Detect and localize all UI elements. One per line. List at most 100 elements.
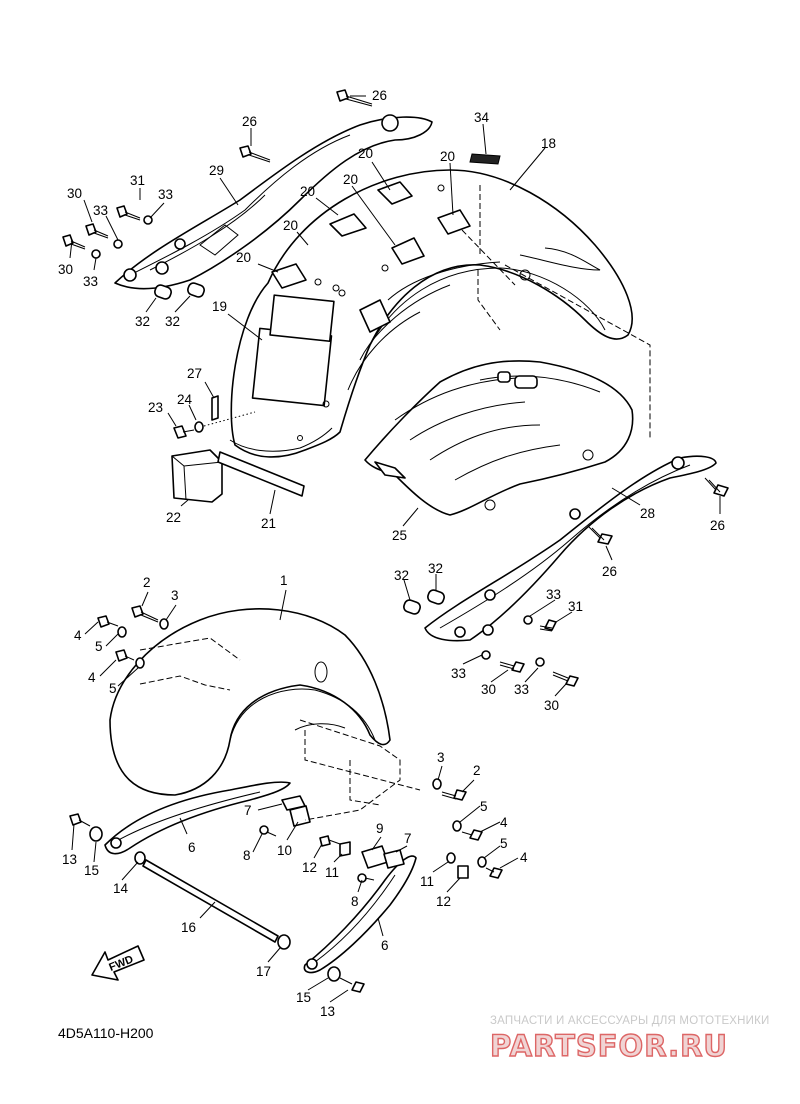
nut-11a[interactable]: [339, 841, 351, 857]
callout-30: 30: [67, 186, 82, 201]
callout-33: 33: [83, 274, 98, 289]
callout-30: 30: [481, 682, 496, 697]
bolt-13b[interactable]: [339, 977, 365, 993]
grab-bar-right[interactable]: [424, 455, 717, 642]
washer-33f[interactable]: [535, 657, 545, 667]
callout-12: 12: [302, 860, 317, 875]
reflector[interactable]: [171, 449, 223, 503]
callout-30: 30: [544, 698, 559, 713]
callout-2: 2: [473, 763, 481, 778]
washer-5a[interactable]: [117, 626, 127, 638]
callout-25: 25: [392, 528, 407, 543]
screw-23[interactable]: [173, 425, 195, 439]
damper-pads[interactable]: [271, 181, 471, 333]
grab-bar-left[interactable]: [114, 114, 433, 290]
spacer-17[interactable]: [277, 934, 291, 950]
callout-16: 16: [181, 920, 196, 935]
clip-10[interactable]: [289, 805, 311, 827]
rear-fender[interactable]: [229, 169, 651, 458]
callout-13: 13: [320, 1004, 335, 1019]
bolt-4b[interactable]: [115, 649, 135, 662]
bolt-31a[interactable]: [116, 205, 141, 221]
bolt-30b[interactable]: [62, 234, 86, 250]
washer-3b[interactable]: [432, 778, 442, 790]
callout-20: 20: [343, 172, 358, 187]
bolt-12b[interactable]: [457, 865, 469, 879]
collar-15a[interactable]: [89, 826, 103, 842]
washer-33c[interactable]: [91, 249, 101, 259]
washer-3a[interactable]: [159, 618, 169, 630]
callout-29: 29: [209, 163, 224, 178]
washer-33e[interactable]: [481, 650, 491, 660]
bolt-13a[interactable]: [69, 813, 91, 827]
clip-27[interactable]: [211, 395, 219, 421]
bolt-26d[interactable]: [587, 525, 613, 545]
drawing-code: 4D5A110-H200: [58, 1025, 154, 1041]
bolt-30c[interactable]: [499, 661, 525, 673]
callout-labels: 26 26 34 18 20 20 20 20 20 20 29 31 33 3…: [58, 88, 725, 1019]
callout-33: 33: [514, 682, 529, 697]
washer-24[interactable]: [194, 421, 204, 433]
bolt-26a[interactable]: [336, 89, 373, 107]
washer-5d[interactable]: [477, 856, 487, 868]
callout-11: 11: [325, 865, 339, 880]
bolt-31b[interactable]: [539, 619, 557, 632]
callout-13: 13: [62, 852, 77, 867]
callout-19: 19: [212, 299, 227, 314]
bolt-30a[interactable]: [85, 223, 109, 239]
fender-brace-right[interactable]: [303, 855, 417, 974]
inner-fender[interactable]: [364, 360, 634, 516]
bolt-30d[interactable]: [552, 671, 579, 687]
spacer-14[interactable]: [134, 851, 146, 865]
callout-23: 23: [148, 400, 163, 415]
callout-6: 6: [381, 938, 389, 953]
callout-20: 20: [358, 146, 373, 161]
callout-32: 32: [135, 314, 150, 329]
bolt-4a[interactable]: [97, 615, 119, 628]
callout-15: 15: [84, 863, 99, 878]
callout-33: 33: [451, 666, 466, 681]
callout-5: 5: [500, 836, 508, 851]
shaft-16[interactable]: [142, 859, 279, 943]
collar-32d[interactable]: [426, 589, 445, 606]
collar-32b[interactable]: [186, 282, 205, 299]
bolt-26b[interactable]: [239, 145, 271, 163]
bolt-4c[interactable]: [461, 829, 483, 841]
washer-5c[interactable]: [452, 820, 462, 832]
screw-8b[interactable]: [357, 873, 375, 883]
clip-7b[interactable]: [383, 849, 405, 869]
bolt-2a[interactable]: [131, 605, 159, 623]
fwd-arrow-icon: [91, 945, 145, 981]
callout-20: 20: [440, 149, 455, 164]
nut-11b[interactable]: [446, 852, 456, 864]
callout-21: 21: [261, 516, 276, 531]
callout-14: 14: [113, 881, 129, 896]
callout-32: 32: [428, 561, 443, 576]
damper-strip[interactable]: [217, 451, 305, 497]
callout-32: 32: [394, 568, 409, 583]
washer-33b[interactable]: [113, 239, 123, 249]
collar-32c[interactable]: [402, 599, 421, 616]
leader-lines: [69, 95, 721, 1003]
fender-brace-left[interactable]: [104, 781, 291, 855]
callout-27: 27: [187, 366, 202, 381]
washer-5b[interactable]: [135, 657, 145, 669]
callout-33: 33: [158, 187, 173, 202]
callout-1: 1: [280, 573, 288, 588]
bolt-4d[interactable]: [485, 867, 503, 879]
callout-26: 26: [710, 518, 725, 533]
washer-33d[interactable]: [523, 615, 533, 625]
callout-30: 30: [58, 262, 73, 277]
callout-3: 3: [171, 588, 179, 603]
callout-17: 17: [256, 964, 271, 979]
collar-32a[interactable]: [153, 284, 172, 301]
front-fender[interactable]: [109, 608, 391, 796]
bolt-26c[interactable]: [704, 477, 729, 497]
screw-8a[interactable]: [259, 825, 277, 837]
bolt-12a[interactable]: [319, 835, 341, 847]
callout-26: 26: [242, 114, 257, 129]
callout-22: 22: [166, 510, 181, 525]
collar-15b[interactable]: [327, 966, 341, 982]
callout-9: 9: [376, 821, 384, 836]
callout-28: 28: [640, 506, 655, 521]
